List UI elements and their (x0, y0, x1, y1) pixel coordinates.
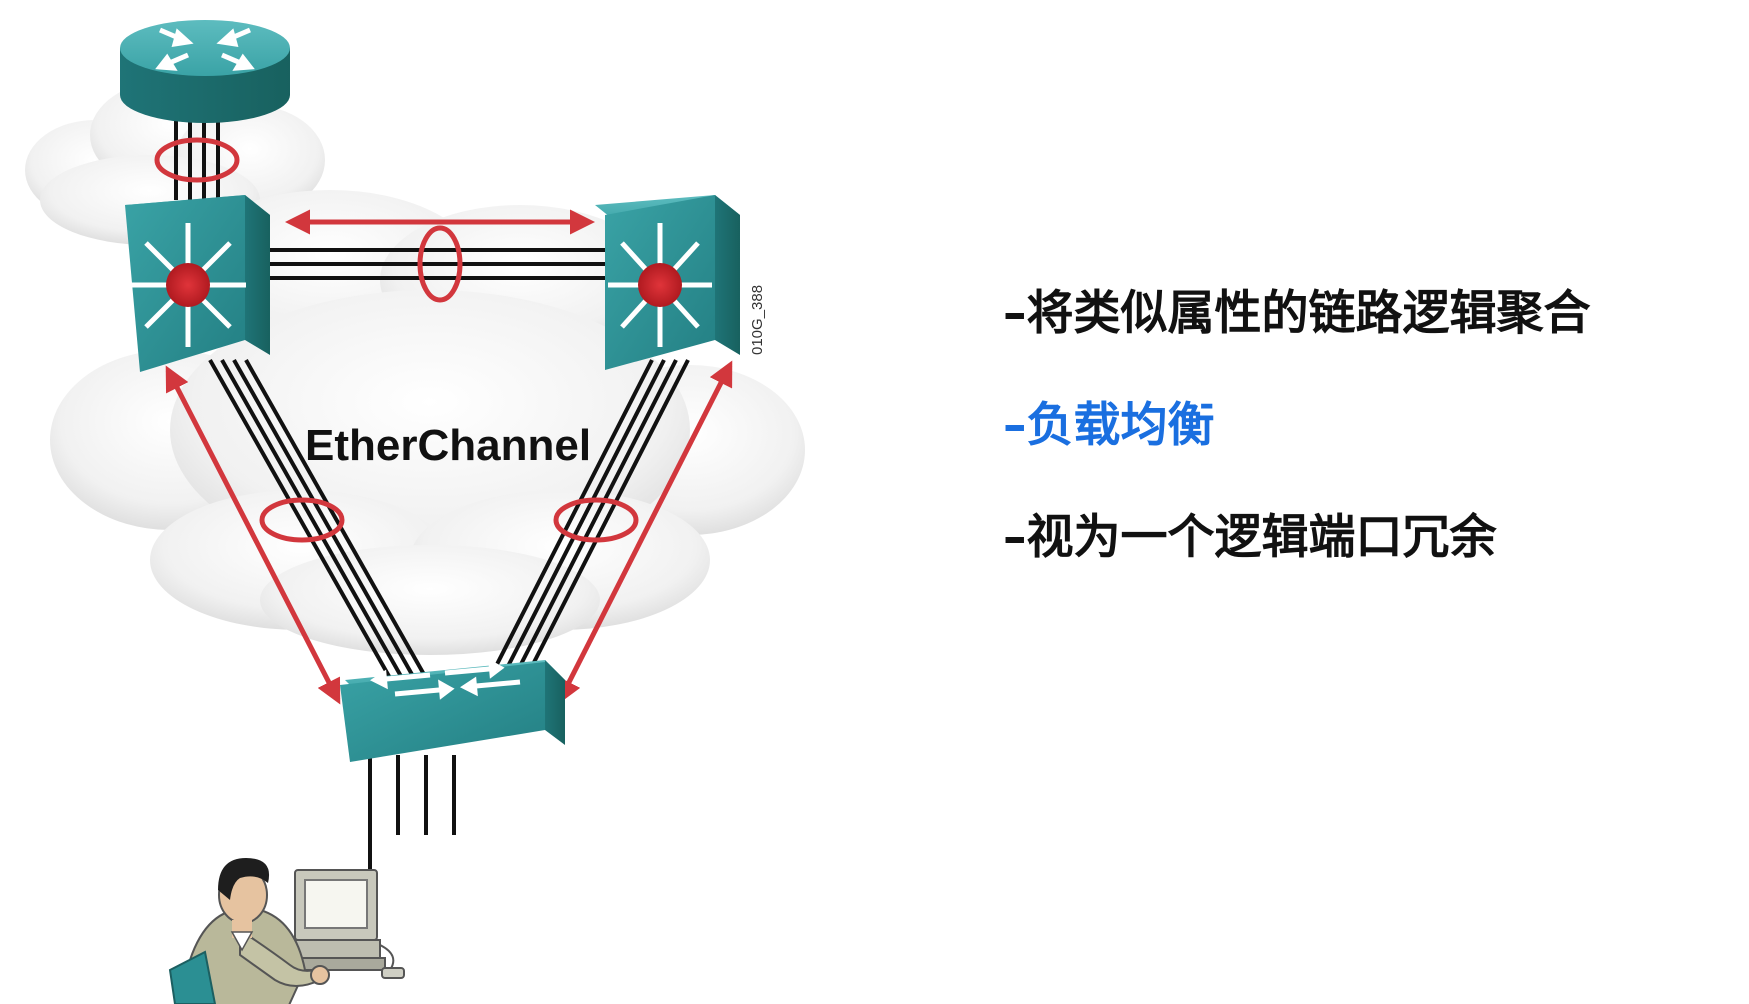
redundancy-arrows (165, 209, 733, 705)
bullet-load-balancing: –负载均衡 (1003, 398, 1215, 453)
figure-code: 010G_388 (749, 285, 766, 355)
multilayer-switch-right-icon (595, 195, 740, 370)
router-uplink-cables (174, 120, 220, 200)
bullet-logical-aggregation: –将类似属性的链路逻辑聚合 (1003, 286, 1591, 341)
etherchannel-label: EtherChannel (305, 421, 591, 470)
multilayer-switch-left-icon (125, 195, 270, 372)
bullet-single-logical-port-redundancy: –视为一个逻辑端口冗余 (1003, 510, 1497, 565)
workstation-monitor-icon (284, 869, 405, 979)
core-interswitch-cables (270, 248, 610, 280)
network-diagram: 010G_388 EtherChannel (25, 20, 805, 1004)
access-switch-icon (340, 658, 565, 762)
bullet-list: –将类似属性的链路逻辑聚合 –负载均衡 –视为一个逻辑端口冗余 (1003, 285, 1723, 621)
router-icon (120, 20, 290, 123)
access-downlink-cables (368, 755, 456, 870)
user-person-icon (168, 858, 330, 1004)
